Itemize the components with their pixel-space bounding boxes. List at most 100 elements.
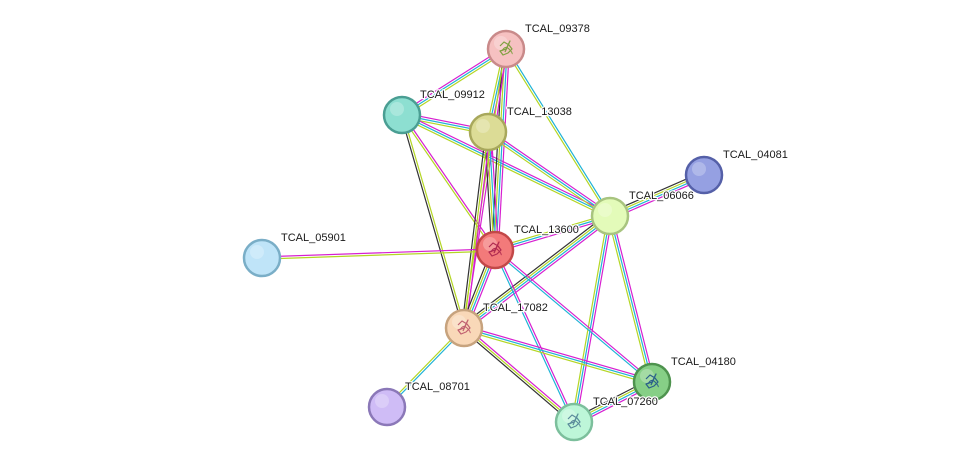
edge-line-magenta [400,46,506,114]
node-highlight [494,36,508,50]
node-label-TCAL_17082: TCAL_17082 [483,302,548,314]
edge-TCAL_17082-TCAL_04180 [463,325,653,385]
node-TCAL_04180[interactable] [632,362,672,402]
edge-TCAL_05901-TCAL_13600 [261,248,496,260]
node-highlight [452,315,466,329]
edge-line-cyan [493,250,574,423]
edge-line-lime [571,215,609,422]
edge-line-lime [486,133,610,219]
node-TCAL_13038[interactable] [468,112,508,152]
structure-ribbon [501,46,513,55]
edge-TCAL_13600-TCAL_07260 [493,249,576,423]
node-label-TCAL_09912: TCAL_09912 [420,89,485,101]
node-highlight [375,394,389,408]
edge-line-magenta [465,132,491,329]
edge-line-dark [461,131,487,328]
edge-line-magenta [490,131,499,250]
node-label-TCAL_13600: TCAL_13600 [514,224,579,236]
node-TCAL_09378[interactable] [486,29,526,69]
edge-line-cyan [573,215,611,423]
edge-line-cyan [495,49,508,251]
node-TCAL_07260[interactable] [554,402,594,442]
edge-line-cyan [506,48,612,216]
node-highlight [640,369,654,383]
node-label-TCAL_08701: TCAL_08701 [405,381,470,393]
edge-line-magenta [402,112,612,215]
protein-structure-icon [567,413,581,429]
node-circle[interactable] [684,155,724,195]
node-TCAL_09912[interactable] [382,95,422,135]
edge-TCAL_13600-TCAL_04180 [493,248,654,384]
edge-line-dark [462,329,573,425]
node-label-TCAL_07260: TCAL_07260 [593,396,658,408]
node-highlight [598,203,612,217]
edge-line-dark [400,115,464,329]
node-circle[interactable] [590,196,630,236]
edge-line-magenta [497,49,510,251]
protein-structure-icon [457,319,471,335]
edge-line-lime [400,116,610,219]
edge-line-magenta [611,215,655,382]
edge-TCAL_06066-TCAL_13600 [494,213,611,253]
node-TCAL_05901[interactable] [242,238,282,278]
edge-line-cyan [401,48,507,116]
edge-TCAL_09912-TCAL_06066 [400,112,612,219]
structure-ribbon [488,241,502,257]
edge-line-lime [402,114,466,328]
edge-TCAL_06066-TCAL_04180 [607,215,655,383]
node-highlight [483,237,497,251]
protein-structure-icon [488,241,502,257]
structure-ribbon [499,40,513,56]
edge-line-magenta [495,248,654,382]
edge-line-cyan [487,131,611,217]
node-label-TCAL_04081: TCAL_04081 [723,149,788,161]
edge-line-lime [262,250,496,260]
edge-line-cyan [609,215,653,383]
edge-line-lime [463,329,652,385]
labels-layer: TCAL_09378TCAL_09912TCAL_13038TCAL_04081… [280,22,789,410]
edge-line-lime [463,131,489,329]
edge-line-cyan [494,215,611,251]
node-circle[interactable] [468,112,508,152]
edge-line-lime [462,214,610,328]
node-circle[interactable] [367,387,407,427]
edge-line-magenta [488,129,612,215]
edge-line-dark [461,212,609,326]
node-TCAL_04081[interactable] [684,155,724,195]
edge-line-magenta [465,325,576,421]
node-label-TCAL_09378: TCAL_09378 [525,23,590,35]
node-TCAL_13600[interactable] [475,230,515,270]
edge-line-cyan [493,250,652,384]
node-label-TCAL_05901: TCAL_05901 [281,232,346,244]
edge-line-magenta [261,248,495,258]
node-circle[interactable] [382,95,422,135]
structure-ribbon [647,379,659,388]
node-circle[interactable] [242,238,282,278]
edge-TCAL_06066-TCAL_17082 [461,212,613,332]
nodes-layer [242,29,724,442]
protein-structure-icon [645,373,659,389]
node-highlight [390,102,404,116]
edge-line-lime [504,49,610,217]
edge-line-lime [607,216,651,383]
node-label-TCAL_13038: TCAL_13038 [507,106,572,118]
node-label-TCAL_06066: TCAL_06066 [629,190,694,202]
edge-line-magenta [464,325,653,381]
node-TCAL_06066[interactable] [590,196,630,236]
edge-line-cyan [463,327,653,383]
edge-line-cyan [464,216,612,330]
node-highlight [250,245,264,259]
edge-line-magenta [575,216,613,423]
structure-ribbon [569,419,581,428]
protein-structure-icon [499,40,513,56]
edge-TCAL_09912-TCAL_09378 [400,46,508,118]
structure-ribbon [459,325,471,334]
edge-line-magenta [495,217,611,253]
edge-line-magenta [465,218,613,332]
edge-line-magenta [495,249,576,422]
node-TCAL_17082[interactable] [444,308,484,348]
edge-TCAL_09378-TCAL_06066 [504,48,612,217]
structure-ribbon [457,319,471,335]
node-TCAL_08701[interactable] [367,387,407,427]
